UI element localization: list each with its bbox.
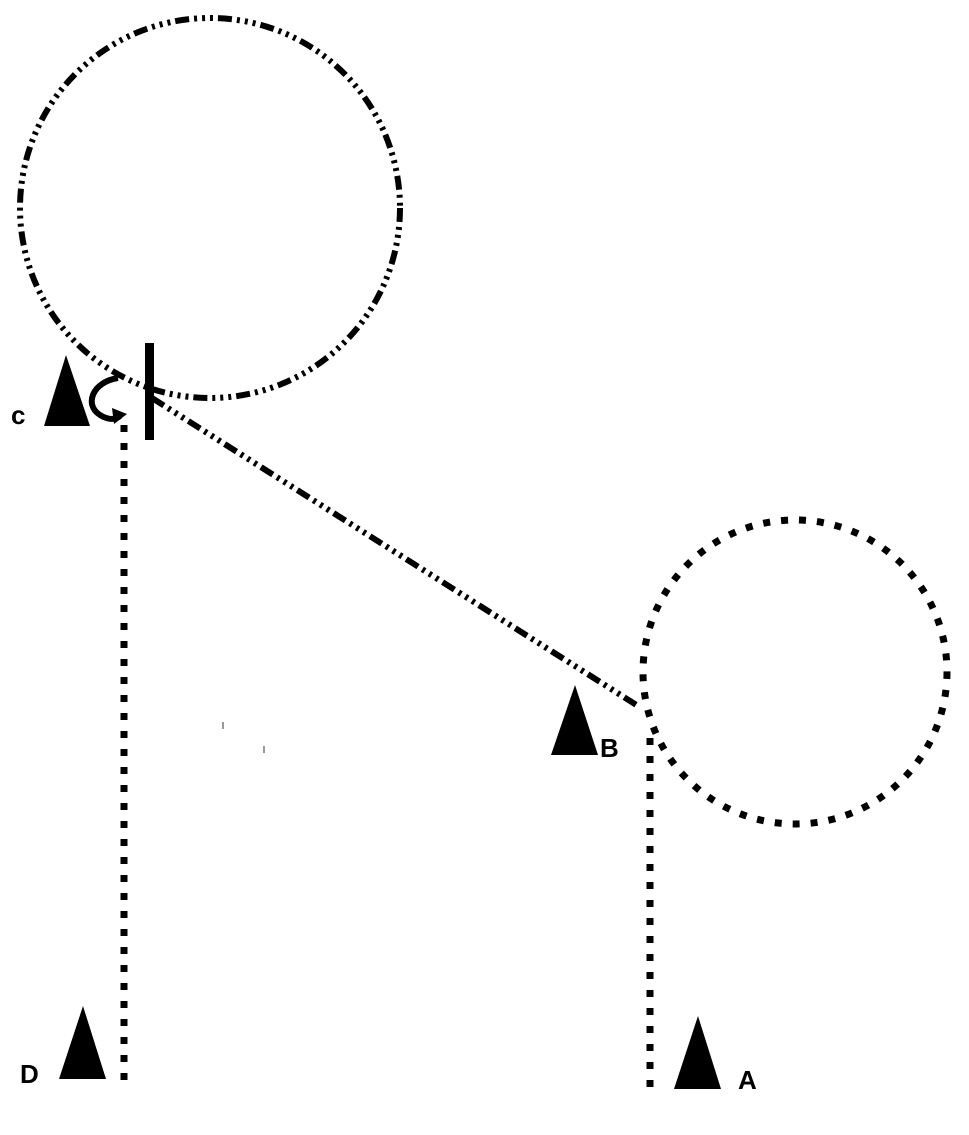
cone-icon [59, 1006, 106, 1079]
large-loop-path [17, 15, 403, 401]
stray-mark [263, 746, 265, 753]
cone-icon [44, 355, 90, 426]
diagonal-run-path [150, 395, 640, 709]
cone-label-c: c [11, 400, 25, 430]
cone-icon [674, 1016, 721, 1089]
cone-icon [551, 685, 598, 755]
cone-label-b: B [600, 733, 619, 763]
small-loop-path [639, 516, 951, 828]
stray-mark [222, 722, 224, 729]
curved-arrow-icon [88, 375, 127, 424]
cone-label-a: A [738, 1065, 757, 1095]
mannequin-icon [145, 343, 154, 440]
cone-label-d: D [20, 1059, 39, 1089]
